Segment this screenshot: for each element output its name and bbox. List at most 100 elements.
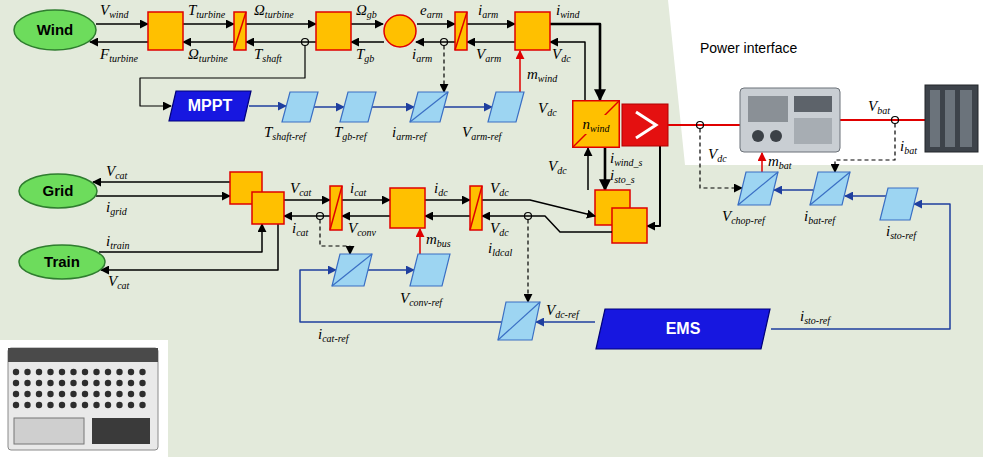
node-text: nwind <box>581 115 612 134</box>
signal-label: Vdc-ref <box>546 302 579 320</box>
simulator-picture <box>105 402 111 408</box>
subscript: turbine <box>109 53 138 64</box>
signal-label: icat <box>350 180 366 198</box>
signal-line <box>93 181 230 183</box>
control-block <box>810 172 850 205</box>
simulator-picture <box>59 369 65 375</box>
signal-line <box>342 215 390 217</box>
simulator-picture <box>70 380 76 386</box>
battery-picture <box>945 90 955 147</box>
simulator-picture <box>128 402 134 408</box>
simulator-picture <box>47 402 53 408</box>
signal-label: isto-ref <box>886 223 916 241</box>
signal-label: Vconv-ref <box>400 290 442 308</box>
signal-line <box>183 41 234 43</box>
simulator-picture <box>116 391 122 397</box>
interface-label: Power interface <box>700 40 797 57</box>
signal-label: iwind <box>556 2 580 20</box>
simulator-picture <box>128 380 134 386</box>
source-ellipse: Grid <box>18 173 98 209</box>
signal-label: Tgb-ref <box>334 124 366 142</box>
subscript: bat-ref <box>808 215 835 226</box>
signal-line <box>246 23 316 25</box>
subscript: cat <box>296 227 308 238</box>
ellipse-outline <box>14 10 96 50</box>
converter-picture <box>752 130 764 142</box>
accumulation-diagonal <box>330 186 342 230</box>
signal-label: Tgb <box>356 46 374 64</box>
simulator-picture <box>36 391 42 397</box>
accumulation-diagonal <box>455 12 467 50</box>
accumulation-block <box>330 186 342 230</box>
simulator-picture <box>47 391 53 397</box>
subscript: dc <box>499 187 508 198</box>
signal-label: Varm-ref <box>462 124 501 142</box>
sensor-symbol <box>441 39 448 46</box>
sensor-symbol <box>525 213 532 220</box>
simulator-picture <box>13 402 19 408</box>
control-block <box>880 188 918 220</box>
signal-label: Vdc <box>490 180 509 198</box>
signal-line <box>550 42 585 100</box>
parallelogram-outline <box>596 309 770 349</box>
control-line <box>444 106 492 108</box>
signal-line <box>425 215 470 217</box>
simulator-picture <box>47 369 53 375</box>
signal-label: icat-ref <box>318 326 348 344</box>
feedback-line <box>700 129 742 189</box>
signal-label: isto-ref <box>800 308 830 326</box>
simulator-picture <box>59 380 65 386</box>
signal-label: mwind <box>527 66 557 84</box>
subscript: gb-ref <box>342 131 366 142</box>
control-line <box>368 269 414 271</box>
signal-line <box>96 23 148 25</box>
signal-label: iarm <box>478 2 498 20</box>
signal-line <box>416 41 455 43</box>
subscript: cat <box>354 187 366 198</box>
signal-label: Vconv <box>348 220 376 238</box>
conversion-block <box>316 12 351 50</box>
parallelogram-outline <box>169 91 251 121</box>
subscript: sto-ref <box>890 230 916 241</box>
subscript: dc <box>557 165 566 176</box>
signal-label: earm <box>420 2 443 20</box>
signal-label: Vcat <box>108 273 129 291</box>
control-diagonal <box>332 254 372 286</box>
signal-line <box>96 195 230 197</box>
signal-label: ibat-ref <box>804 208 835 226</box>
sensor-symbol <box>302 39 309 46</box>
signal-label: mbus <box>426 231 451 249</box>
subscript: sto_s <box>614 174 635 185</box>
simulator-picture <box>13 391 19 397</box>
accumulation-diagonal <box>234 12 246 50</box>
accumulation-block <box>470 186 482 230</box>
signal-label: Tshaft-ref <box>264 124 306 142</box>
control-line <box>771 204 950 329</box>
signal-label: Fturbine <box>100 46 138 64</box>
control-line <box>845 195 886 197</box>
feedback-line <box>320 220 350 255</box>
signal-line <box>467 41 515 43</box>
control-line <box>536 321 595 323</box>
control-line <box>249 105 286 107</box>
simulator-picture <box>139 391 145 397</box>
sensor-symbol <box>892 117 899 124</box>
signal-label: igrid <box>106 199 127 217</box>
signal-line <box>467 23 515 25</box>
subscript: dc <box>717 153 726 164</box>
simulator-picture <box>82 391 88 397</box>
signal-line <box>351 41 384 43</box>
simulator-picture <box>139 402 145 408</box>
signal-label: Vbat <box>868 98 890 116</box>
conversion-circle <box>384 15 416 47</box>
control-block <box>410 254 450 286</box>
subscript: train <box>110 240 129 251</box>
subscript: dc <box>547 107 556 118</box>
subscript: wind <box>109 9 128 20</box>
subscript: bat <box>877 105 890 116</box>
modulation-line <box>761 153 763 172</box>
signal-line <box>351 23 383 25</box>
signal-label: isto_s <box>610 167 635 185</box>
signal-line <box>417 23 455 25</box>
